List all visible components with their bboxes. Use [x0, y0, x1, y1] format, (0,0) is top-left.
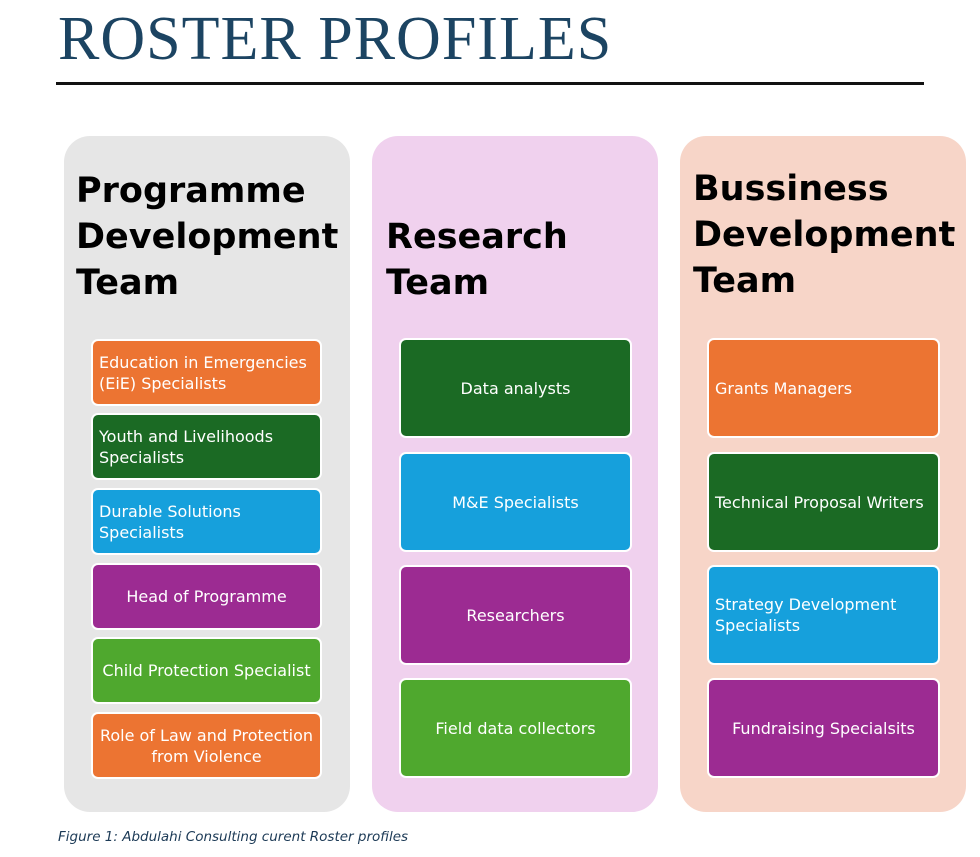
role-label: Head of Programme: [126, 587, 287, 606]
role-label: M&E Specialists: [452, 492, 579, 512]
role-label: Role of Law and Protection from Violence: [99, 725, 314, 766]
role-card-child-protection: Child Protection Specialist: [91, 637, 322, 704]
page-title: ROSTER PROFILES: [58, 5, 613, 73]
role-card-strategy-development: Strategy Development Specialists: [707, 565, 940, 665]
role-label: Technical Proposal Writers: [715, 492, 924, 512]
role-card-fundraising-specialists: Fundraising Specialsits: [707, 678, 940, 778]
role-label: Fundraising Specialsits: [732, 718, 915, 738]
role-card-researchers: Researchers: [399, 565, 632, 665]
role-card-data-analysts: Data analysts: [399, 338, 632, 438]
role-card-grants-managers: Grants Managers: [707, 338, 940, 438]
team-heading: Programme Development Team: [76, 171, 339, 303]
team-column-research: Research Team Data analysts M&E Speciali…: [372, 136, 658, 812]
role-card-durable-solutions: Durable Solutions Specialists: [91, 488, 322, 555]
role-label: Field data collectors: [435, 718, 596, 738]
figure-caption: Figure 1: Abdulahi Consulting curent Ros…: [58, 829, 409, 845]
team-heading: Research Team: [386, 217, 568, 303]
role-label: Grants Managers: [715, 378, 853, 398]
role-card-eie-specialists: Education in Emergencies (EiE) Specialis…: [91, 339, 322, 406]
team-column-business-development: Bussiness Development Team Grants Manage…: [680, 136, 966, 812]
team-heading: Bussiness Development Team: [693, 169, 956, 301]
role-card-head-of-programme: Head of Programme: [91, 563, 322, 630]
role-label: Researchers: [466, 605, 565, 625]
role-label: Education in Emergencies (EiE) Specialis…: [99, 352, 307, 393]
role-label: Data analysts: [460, 378, 571, 398]
role-card-me-specialists: M&E Specialists: [399, 452, 632, 552]
team-column-programme-development: Programme Development Team Education in …: [64, 136, 350, 812]
role-label: Durable Solutions Specialists: [99, 501, 241, 542]
role-card-role-of-law: Role of Law and Protection from Violence: [91, 712, 322, 779]
role-card-youth-livelihoods: Youth and Livelihoods Specialists: [91, 413, 322, 480]
role-label: Strategy Development Specialists: [715, 595, 897, 635]
role-card-technical-proposal-writers: Technical Proposal Writers: [707, 452, 940, 552]
title-divider: [56, 82, 924, 85]
role-label: Youth and Livelihoods Specialists: [99, 426, 274, 467]
role-label: Child Protection Specialist: [102, 661, 311, 680]
role-card-field-data-collectors: Field data collectors: [399, 678, 632, 778]
